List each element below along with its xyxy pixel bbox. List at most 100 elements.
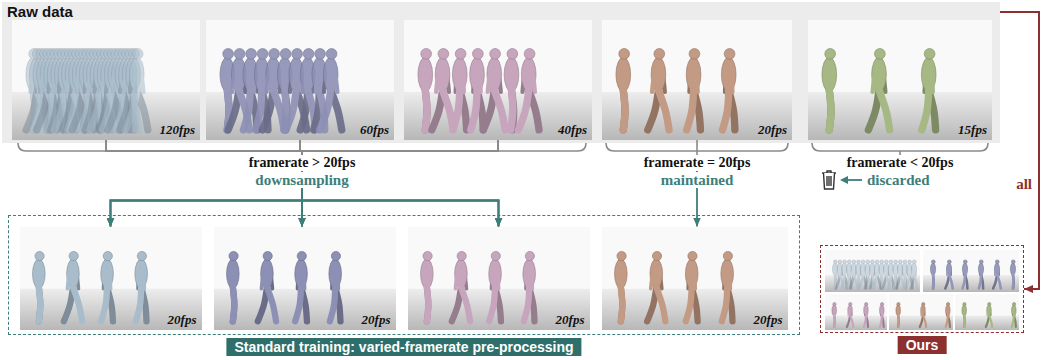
motion-panel: 120fps	[12, 20, 200, 140]
walking-figure	[896, 303, 900, 327]
walking-figure	[648, 48, 669, 129]
motion-render	[923, 250, 1019, 292]
walking-figure	[832, 303, 836, 327]
framerate-tag: 20fps	[754, 312, 783, 327]
panel-background	[825, 294, 887, 330]
motion-panel: 20fps	[408, 227, 590, 330]
discard-arrowhead	[840, 176, 848, 184]
walking-figure	[962, 260, 967, 288]
motion-illustrations	[2, 2, 1019, 330]
framerate-tag: 20fps	[758, 122, 787, 137]
walking-figure	[258, 251, 276, 321]
group-title: Standard training: varied-framerate pre-…	[226, 338, 581, 356]
framerate-tag: 40fps	[558, 122, 587, 137]
walking-figure	[721, 251, 734, 321]
motion-render	[889, 294, 953, 330]
walking-figure	[64, 251, 82, 321]
motion-render	[12, 20, 200, 140]
walking-figure	[295, 251, 308, 321]
panel-background	[408, 227, 590, 330]
motion-render	[808, 20, 992, 140]
flow-arrow	[1000, 12, 1039, 289]
walking-figure	[418, 48, 433, 129]
walking-figure	[847, 303, 853, 327]
group-bracket	[18, 143, 586, 151]
walking-figure	[822, 48, 837, 129]
walking-figure	[421, 251, 434, 321]
motion-render	[206, 20, 394, 140]
walking-figure	[432, 48, 453, 129]
group-bracket	[812, 143, 988, 151]
panel-background	[825, 250, 920, 292]
framerate-tag: 20fps	[168, 312, 197, 327]
walking-figure	[685, 251, 698, 321]
framerate-tag: 60fps	[360, 122, 389, 137]
operation-label: maintained	[658, 172, 737, 188]
walking-figure	[1010, 260, 1015, 288]
walking-figure	[452, 251, 470, 321]
panel-background	[808, 20, 992, 140]
walking-figure	[518, 48, 539, 129]
panel-background	[602, 20, 792, 140]
floor	[808, 92, 992, 140]
walking-figure	[978, 260, 983, 288]
floor	[825, 316, 887, 330]
dashed-group-box: Ours	[820, 245, 1024, 333]
flow-arrow	[106, 140, 499, 227]
walking-figure	[920, 303, 926, 327]
motion-panel: 20fps	[20, 227, 202, 330]
walking-figure	[911, 260, 917, 288]
framerate-tag: 120fps	[160, 122, 195, 137]
walking-figure	[452, 48, 467, 129]
framerate-tag: 20fps	[362, 312, 391, 327]
walking-figure	[864, 303, 868, 327]
motion-panel: 40fps	[404, 20, 592, 140]
condition-label: framerate = 20fps	[641, 155, 754, 171]
floor	[955, 316, 1019, 330]
group-title: Ours	[898, 336, 947, 354]
discard-arrow	[846, 179, 862, 181]
walking-figure	[1012, 303, 1016, 327]
motion-panel: 60fps	[206, 20, 394, 140]
motion-panel: 15fps	[808, 20, 992, 140]
motion-render	[214, 227, 396, 330]
panel-background	[12, 20, 200, 140]
brackets	[18, 143, 988, 189]
walking-figure	[921, 48, 936, 129]
walking-figure	[483, 48, 505, 129]
panel-heading: Raw data	[7, 3, 73, 20]
walking-figure	[686, 48, 701, 129]
motion-render	[955, 294, 1019, 330]
floor	[923, 275, 1019, 292]
panel-background	[20, 227, 202, 330]
panel-background	[214, 227, 396, 330]
walking-figure	[946, 303, 950, 327]
walking-figure	[616, 48, 631, 129]
dashed-group-box: Standard training: varied-framerate pre-…	[8, 215, 800, 335]
motion-render	[825, 294, 887, 330]
framerate-tag: 15fps	[958, 122, 987, 137]
walking-figure	[888, 260, 894, 288]
panel-background	[404, 20, 592, 140]
walking-figure	[135, 251, 148, 321]
walking-figure	[993, 260, 1001, 288]
trash-icon	[822, 171, 836, 189]
walking-figure	[615, 251, 628, 321]
edge-label: all	[1014, 176, 1034, 192]
walking-figure	[101, 251, 114, 321]
walking-figure	[227, 251, 240, 321]
panel-background	[955, 294, 1019, 330]
motion-render	[408, 227, 590, 330]
walking-figure	[865, 260, 870, 288]
panel-background	[206, 20, 394, 140]
walking-figure	[868, 48, 889, 129]
walking-figure	[126, 48, 148, 129]
motion-render	[404, 20, 592, 140]
condition-label: framerate < 20fps	[844, 155, 957, 171]
walking-figure	[489, 251, 502, 321]
walking-figure	[880, 303, 884, 327]
panel-background	[889, 294, 953, 330]
panel-background	[923, 250, 1019, 292]
walking-figure	[930, 260, 935, 288]
